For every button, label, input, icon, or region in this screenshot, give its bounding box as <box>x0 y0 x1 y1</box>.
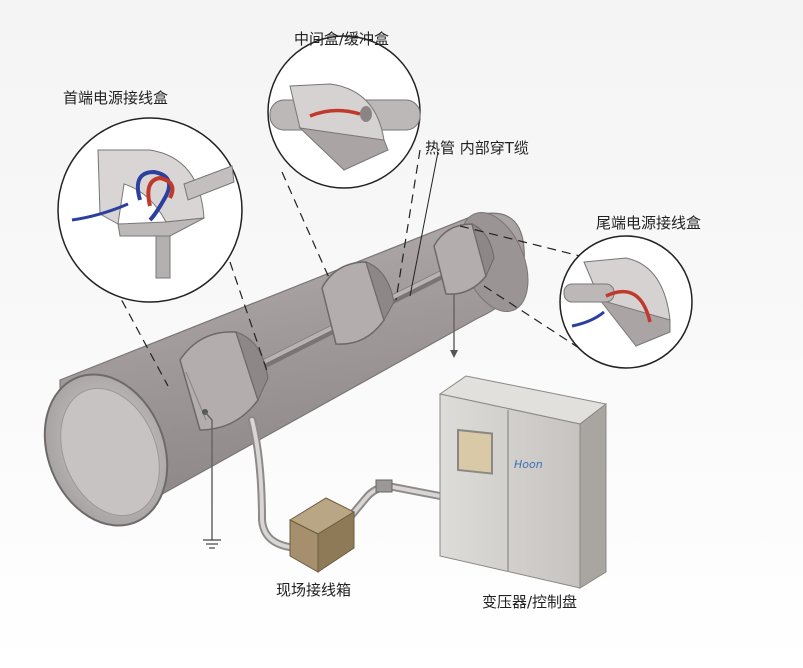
conduits <box>248 416 444 552</box>
middle-box-label: 中间盒/缓冲盒 <box>294 30 390 48</box>
head-junction-box <box>179 331 269 431</box>
middle-box-detail <box>267 35 421 189</box>
tail-junction-box <box>433 223 495 295</box>
field-box-label: 现场接线箱 <box>276 581 352 599</box>
tail-box-detail <box>559 235 693 369</box>
ground-symbol-head <box>203 411 221 549</box>
pipe-cable-label: 热管 内部穿T缆 <box>425 139 529 157</box>
callout-lines <box>71 149 589 387</box>
pipe-cable-pointer <box>409 151 439 297</box>
head-box-label: 首端电源接线盒 <box>63 89 169 107</box>
ground-symbol-tail <box>450 294 458 358</box>
cabinet-brand: Hoon <box>514 458 543 471</box>
transformer-cabinet: Hoon <box>438 375 608 589</box>
head-box-detail <box>57 117 243 303</box>
transformer-label: 变压器/控制盘 <box>482 593 578 611</box>
tail-box-label: 尾端电源接线盒 <box>596 214 702 232</box>
field-junction-box <box>288 497 356 573</box>
middle-junction-box <box>321 261 395 345</box>
